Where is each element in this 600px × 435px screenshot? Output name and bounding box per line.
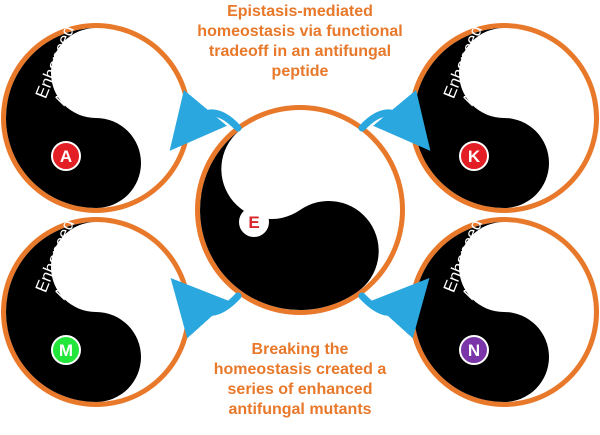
bottom-line-3: series of enhanced (227, 381, 373, 398)
mutant-a-badge (51, 141, 81, 171)
mutant-m-letter: M (59, 341, 73, 360)
bottom-line-1: Breaking the (251, 341, 349, 358)
mutant-n-yin-eye (488, 251, 520, 283)
mutant-k-letter: K (468, 147, 481, 166)
arrow-to-k (358, 89, 431, 151)
mutant-n-yang-eye (488, 341, 520, 373)
mutant-n-letter: N (468, 341, 480, 360)
center-badge (239, 207, 269, 237)
mutant-a-yin-eye (80, 57, 112, 89)
title-line-2: homeostasis via functional (197, 23, 403, 40)
arrow-to-a (169, 89, 242, 151)
mutant-a-yang-eye (80, 147, 112, 179)
title-line-3: tradeoff in an antifungal (208, 43, 392, 60)
mutant-a-letter: A (60, 147, 72, 166)
mutant-m-yin-eye (80, 251, 112, 283)
arrow-to-m (170, 278, 242, 339)
bottom-line-4: antifungal mutants (228, 401, 372, 418)
mutant-k-yin-eye (488, 57, 520, 89)
title-line-4: peptide (271, 63, 329, 80)
arrow-to-n (358, 278, 430, 339)
mutant-k-badge (459, 141, 489, 171)
mutant-m-badge (51, 335, 81, 365)
title-line-1: Epistasis-mediated (227, 3, 373, 20)
mutant-k-yang-eye (488, 147, 520, 179)
mutant-n-badge (459, 335, 489, 365)
center-letter: E (248, 213, 259, 232)
center-yin-eye (254, 152, 289, 187)
mutant-m-yang-eye (80, 341, 112, 373)
bottom-line-2: homeostasis created a (213, 361, 387, 378)
center-yang-eye (311, 233, 346, 268)
